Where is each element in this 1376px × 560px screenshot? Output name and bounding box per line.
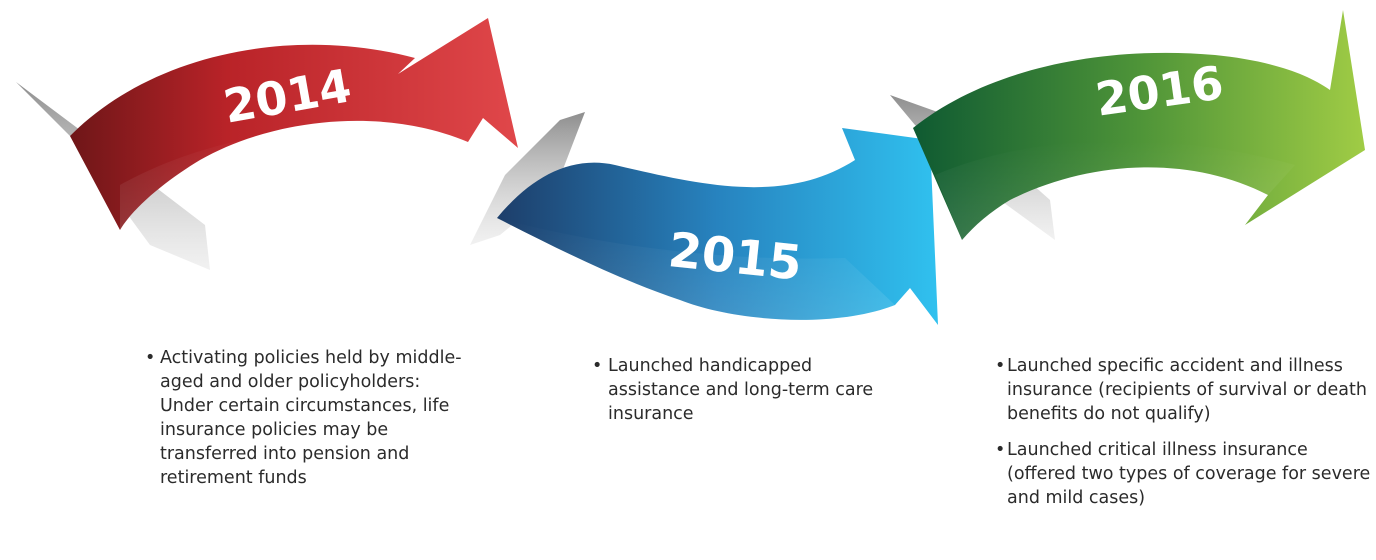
list-item-text: Launched specific accident and illness i… xyxy=(1007,356,1367,424)
bullet-icon: • xyxy=(592,356,603,376)
bullet-list: • Launched handicapped assistance and lo… xyxy=(592,354,892,426)
bullet-icon: • xyxy=(145,348,156,368)
bullet-list: • Activating policies held by middle-age… xyxy=(145,346,475,490)
description-2016: • Launched specific accident and illness… xyxy=(995,354,1375,510)
list-item: • Launched critical illness insurance (o… xyxy=(995,438,1375,510)
list-item-text: Launched handicapped assistance and long… xyxy=(608,356,874,424)
bullet-icon: • xyxy=(995,440,1006,460)
arrow-2015 xyxy=(497,128,938,325)
arrow-2015-shadow xyxy=(470,112,585,245)
list-item: • Launched specific accident and illness… xyxy=(995,354,1375,426)
description-2015: • Launched handicapped assistance and lo… xyxy=(592,354,892,426)
list-item: • Launched handicapped assistance and lo… xyxy=(592,354,892,426)
bullet-icon: • xyxy=(995,356,1006,376)
bullet-list: • Launched specific accident and illness… xyxy=(995,354,1375,510)
arrow-2016 xyxy=(913,10,1365,240)
list-item: • Activating policies held by middle-age… xyxy=(145,346,475,490)
description-2014: • Activating policies held by middle-age… xyxy=(145,346,475,490)
arrow-2014 xyxy=(70,18,518,230)
list-item-text: Launched critical illness insurance (off… xyxy=(1007,440,1371,508)
year-label-2015: 2015 xyxy=(666,222,805,292)
list-item-text: Activating policies held by middle-aged … xyxy=(160,348,462,488)
